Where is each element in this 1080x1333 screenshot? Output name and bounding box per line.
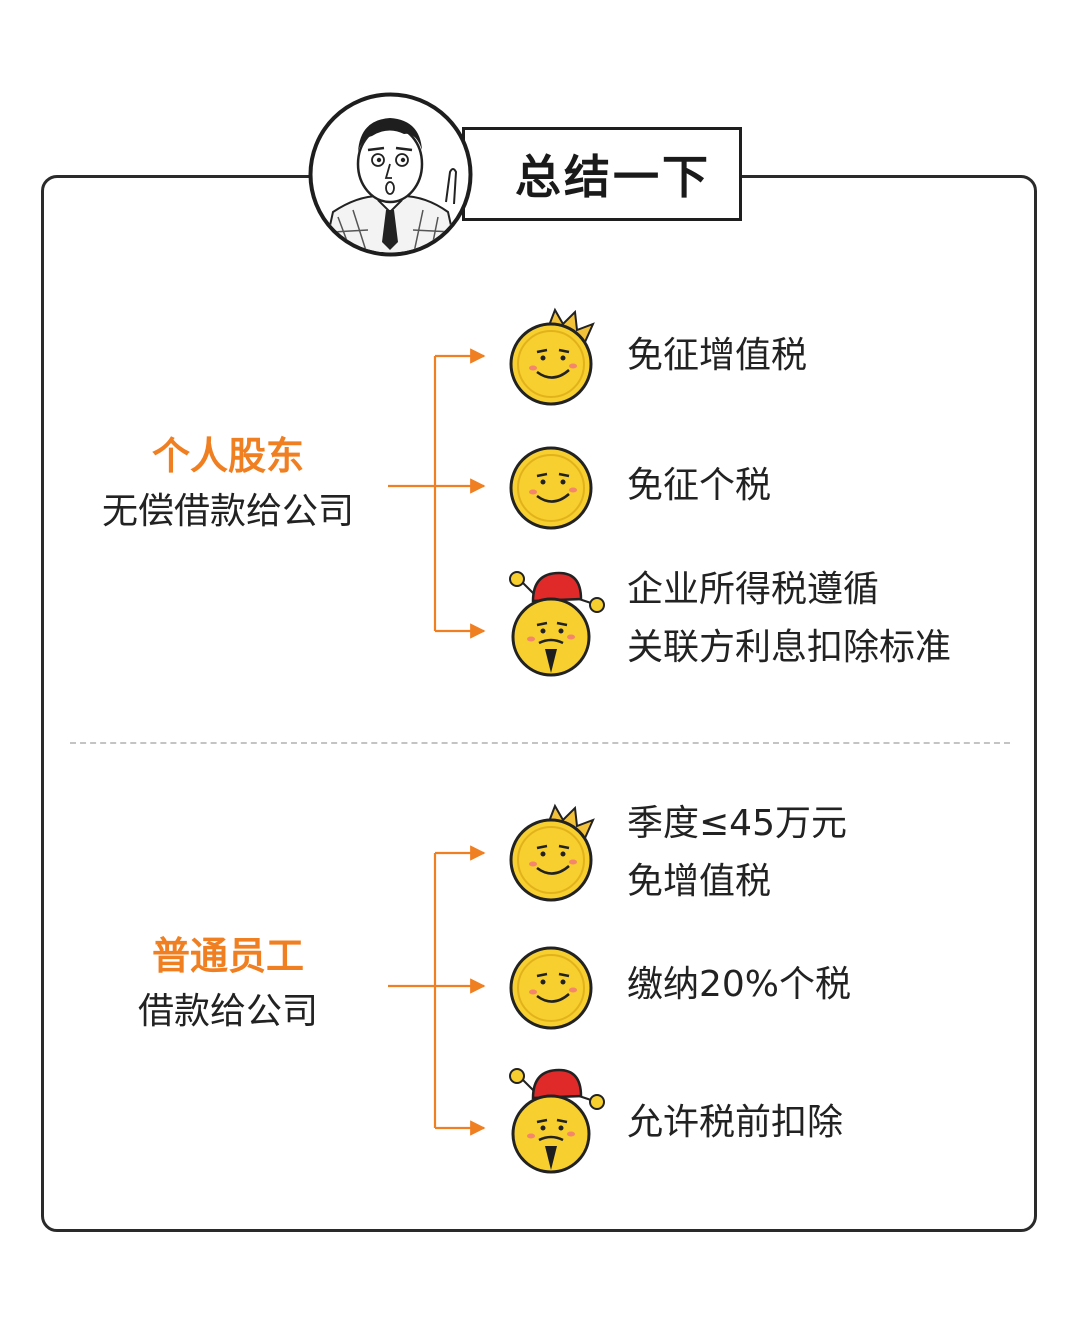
item-text: 免征增值税 xyxy=(627,335,808,376)
item-text-multiline: 企业所得税遵循 关联方利息扣除标准 xyxy=(627,561,951,677)
item-line: 关联方利息扣除标准 xyxy=(627,627,952,668)
coin-with-crown-icon xyxy=(505,302,605,422)
page-title: 总结一下 xyxy=(515,150,711,204)
group-title: 个人股东 xyxy=(151,434,304,478)
group-title: 普通员工 xyxy=(151,934,304,978)
wealth-god-coin-icon xyxy=(505,1062,605,1182)
item-text: 允许税前扣除 xyxy=(627,1102,844,1143)
section-divider xyxy=(70,742,1010,744)
item-line: 企业所得税遵循 xyxy=(627,569,880,610)
group-ordinary-employee: 普通员工 借款给公司 xyxy=(68,928,388,1040)
smiling-coin-icon xyxy=(505,432,605,552)
item-text-multiline: 季度≤45万元 免增值税 xyxy=(627,795,847,911)
group-personal-shareholder: 个人股东 无偿借款给公司 xyxy=(68,428,388,540)
item-line: 免增值税 xyxy=(627,861,772,902)
smiling-coin-icon xyxy=(505,932,605,1052)
cartoon-man-avatar xyxy=(308,92,473,257)
wealth-god-coin-icon xyxy=(505,565,605,685)
group-subtitle: 无偿借款给公司 xyxy=(101,491,354,532)
item-text: 缴纳20%个税 xyxy=(627,964,852,1005)
group-subtitle: 借款给公司 xyxy=(137,991,318,1032)
item-line: 季度≤45万元 xyxy=(627,803,847,844)
title-box: 总结一下 xyxy=(462,127,742,221)
item-text: 免征个税 xyxy=(627,465,772,506)
coin-with-crown-icon xyxy=(505,798,605,918)
